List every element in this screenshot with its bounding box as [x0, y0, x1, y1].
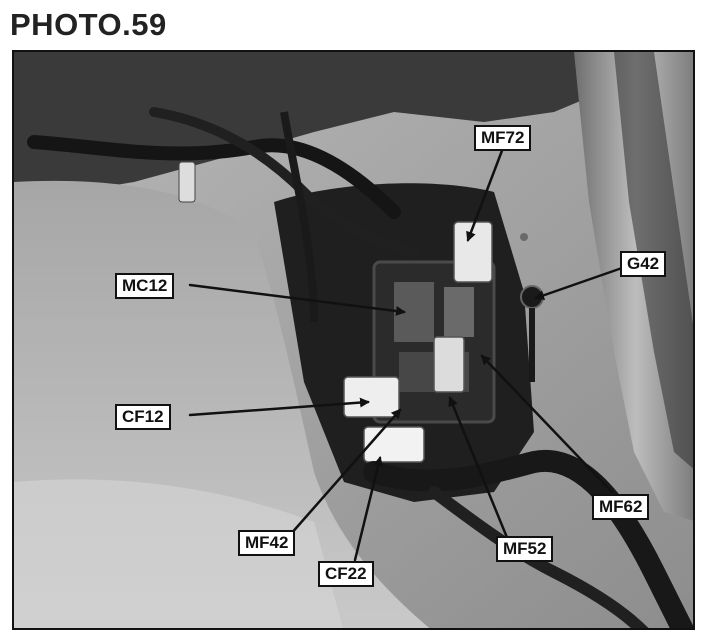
label-mf52: MF52 [496, 536, 554, 562]
label-g42: G42 [620, 251, 667, 277]
label-cf22: CF22 [318, 561, 374, 587]
label-mc12: MC12 [115, 273, 175, 299]
connector-white-upper [453, 221, 493, 283]
label-mf42: MF42 [238, 530, 296, 556]
ground-bolt [520, 285, 544, 309]
connector-photo [12, 50, 695, 630]
connector-white-lower [343, 376, 400, 418]
label-cf12: CF12 [115, 404, 171, 430]
photo-title: PHOTO.59 [10, 7, 167, 42]
label-mf62: MF62 [592, 494, 650, 520]
label-mf72: MF72 [474, 125, 532, 151]
photo-scene [14, 52, 693, 628]
connector-white-bottom [363, 426, 425, 463]
